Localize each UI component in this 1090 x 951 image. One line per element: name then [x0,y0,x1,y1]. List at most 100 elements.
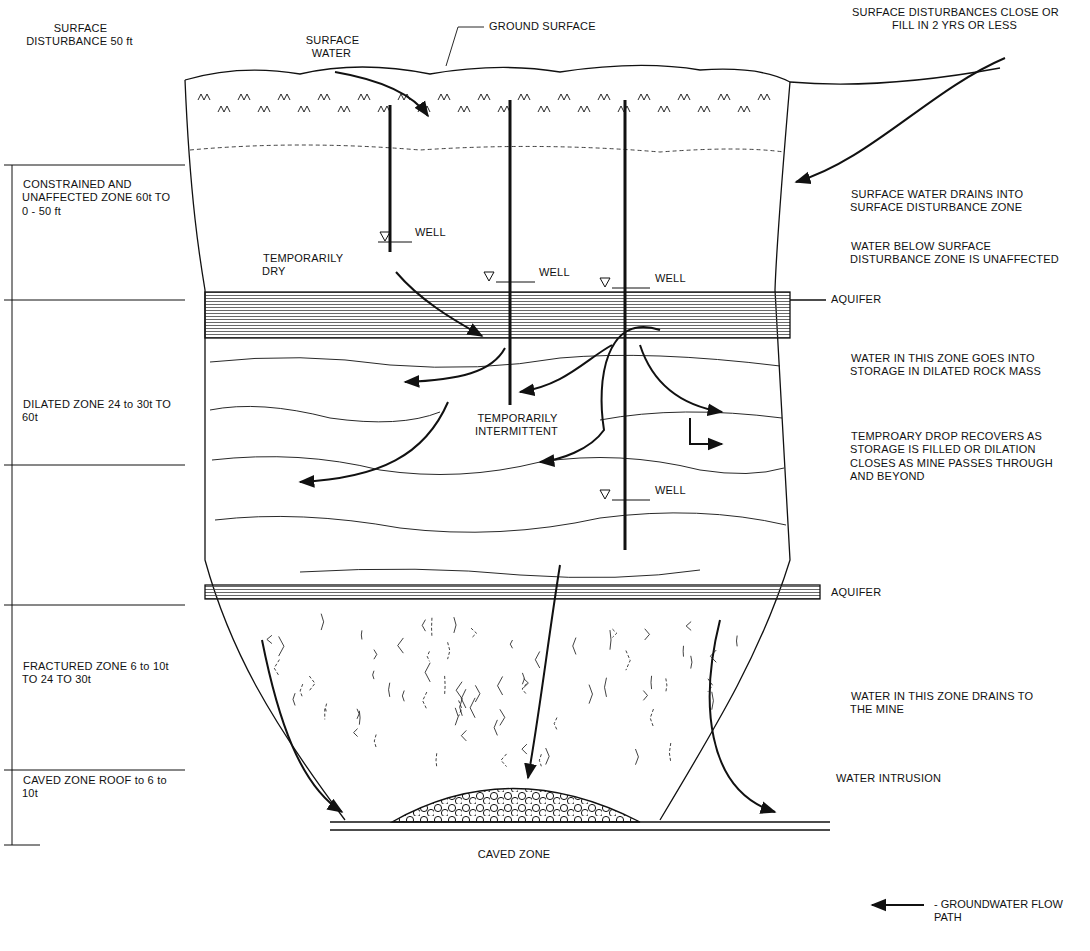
fracture-line [471,628,476,638]
fracture-line [279,636,284,656]
fracture-line [535,651,539,668]
label-text: CAVED ZONE ROOF to 6 to 10t [22,774,167,799]
fracture-line [498,676,503,695]
fracture-line [374,735,376,748]
label-text: WATER BELOW SURFACE DISTURBANCE ZONE IS … [850,240,1060,265]
disturbance-mark [598,94,610,100]
fracture-line [710,650,716,662]
flow-label: WATER INTRUSION [835,772,955,785]
zone-label: SURFACE DISTURBANCE 50 ft [20,22,140,49]
fracture-line [389,683,390,697]
well-casing [624,100,627,550]
fracture-line [686,622,691,631]
subsidence-outline-left [185,80,345,820]
fracture-line [524,678,529,687]
fracture-line [691,656,692,669]
fracture-line [436,753,438,767]
disturbance-mark [438,94,450,100]
well-status: TEMPORARILY INTERMITTENT [452,412,582,439]
disturbance-mark [198,94,210,100]
fracture-line [645,629,650,640]
disturbance-mark [498,106,510,112]
fracture-line [402,691,404,702]
fracture-line [422,620,425,632]
label-text: AQUIFER [830,586,882,598]
fracture-line [635,749,638,765]
fracture-line [267,635,272,643]
fracture-line [425,663,430,682]
disturbance-mark [718,94,730,100]
fracture-line [398,638,404,653]
fracture-line [293,693,295,705]
fracture-line [357,709,359,719]
disturbance-mark [338,106,350,112]
zone-label: CAVED ZONE [464,848,564,861]
label-text: TEMPORARILY INTERMITTENT [475,412,559,437]
fracture-line [510,640,512,648]
aquifer-leader [790,299,826,300]
zone-label: FRACTURED ZONE 6 to 10t TO 24 TO 30t [22,660,172,687]
zone-label: CAVED ZONE ROOF to 6 to 10t [22,774,172,801]
fracture-line [448,642,450,659]
label-text: SURFACE WATER DRAINS INTO SURFACE DISTUR… [850,188,1023,213]
label-text: TEMPORARILY DRY [262,252,343,277]
disturbance-mark [238,94,250,100]
fracture-line [522,744,527,754]
fracture-line [321,614,323,630]
fracture-line [650,709,653,727]
label-text: SURFACE DISTURBANCE 50 ft [26,22,134,47]
flow-label: SURFACE WATER [292,34,372,61]
fracture-line [494,720,497,736]
disturbance-mark [398,94,410,100]
fracture-line [373,671,374,679]
label-text: WATER INTRUSION [835,772,942,784]
fracture-line [605,678,607,697]
label-text: DILATED ZONE 24 to 30t TO 60t [22,398,171,423]
fracture-line [501,754,507,767]
disturbance-mark [758,94,770,100]
surface-disturbance-base [190,145,784,152]
well-label: WELL [654,484,694,497]
fracture-line [610,630,611,650]
fracture-line [736,636,738,647]
fracture-line [456,682,462,699]
label-text: CONSTRAINED AND UNAFFECTED ZONE 60t TO 0… [22,178,170,217]
surface-disturbance-marks [198,94,770,112]
fracture-line [589,685,592,704]
fracture-line [309,676,315,691]
note-text: SURFACE DISTURBANCES CLOSE OR FILL IN 2 … [850,6,1060,33]
surface-label: GROUND SURFACE [488,20,608,33]
zone-dimension [4,165,185,845]
mine-floor [330,829,830,830]
fracture-lines [267,614,737,768]
aquifer-label: AQUIFER [830,293,900,306]
fracture-line [626,651,630,671]
fracture-line [539,754,541,766]
fracture-line [650,676,652,689]
label-text: CAVED ZONE [477,848,552,860]
fracture-line [546,748,549,764]
fracture-line [500,709,505,725]
fracture-line [475,685,480,702]
subsidence-outline-right [660,82,790,820]
disturbance-mark [358,94,370,100]
fracture-line [461,730,466,741]
well-status: TEMPORARILY DRY [262,252,342,279]
label-text: WATER IN THIS ZONE DRAINS TO THE MINE [850,690,1033,715]
disturbance-mark [318,94,330,100]
fracture-line [573,638,576,655]
zone-label: DILATED ZONE 24 to 30t TO 60t [22,398,172,425]
fracture-line [454,617,456,633]
label-text: WELL [654,272,687,284]
label-text: AQUIFER [830,293,882,305]
flow-arrow-sample [872,904,924,906]
well-casing [389,105,392,252]
disturbance-mark [298,106,310,112]
fracture-line [712,692,714,710]
legend-text: - GROUNDWATER FLOW PATH [934,898,1064,925]
well-casing [509,100,512,405]
disturbance-mark [278,94,290,100]
water-table-symbol [378,232,650,500]
fracture-line [554,718,557,730]
